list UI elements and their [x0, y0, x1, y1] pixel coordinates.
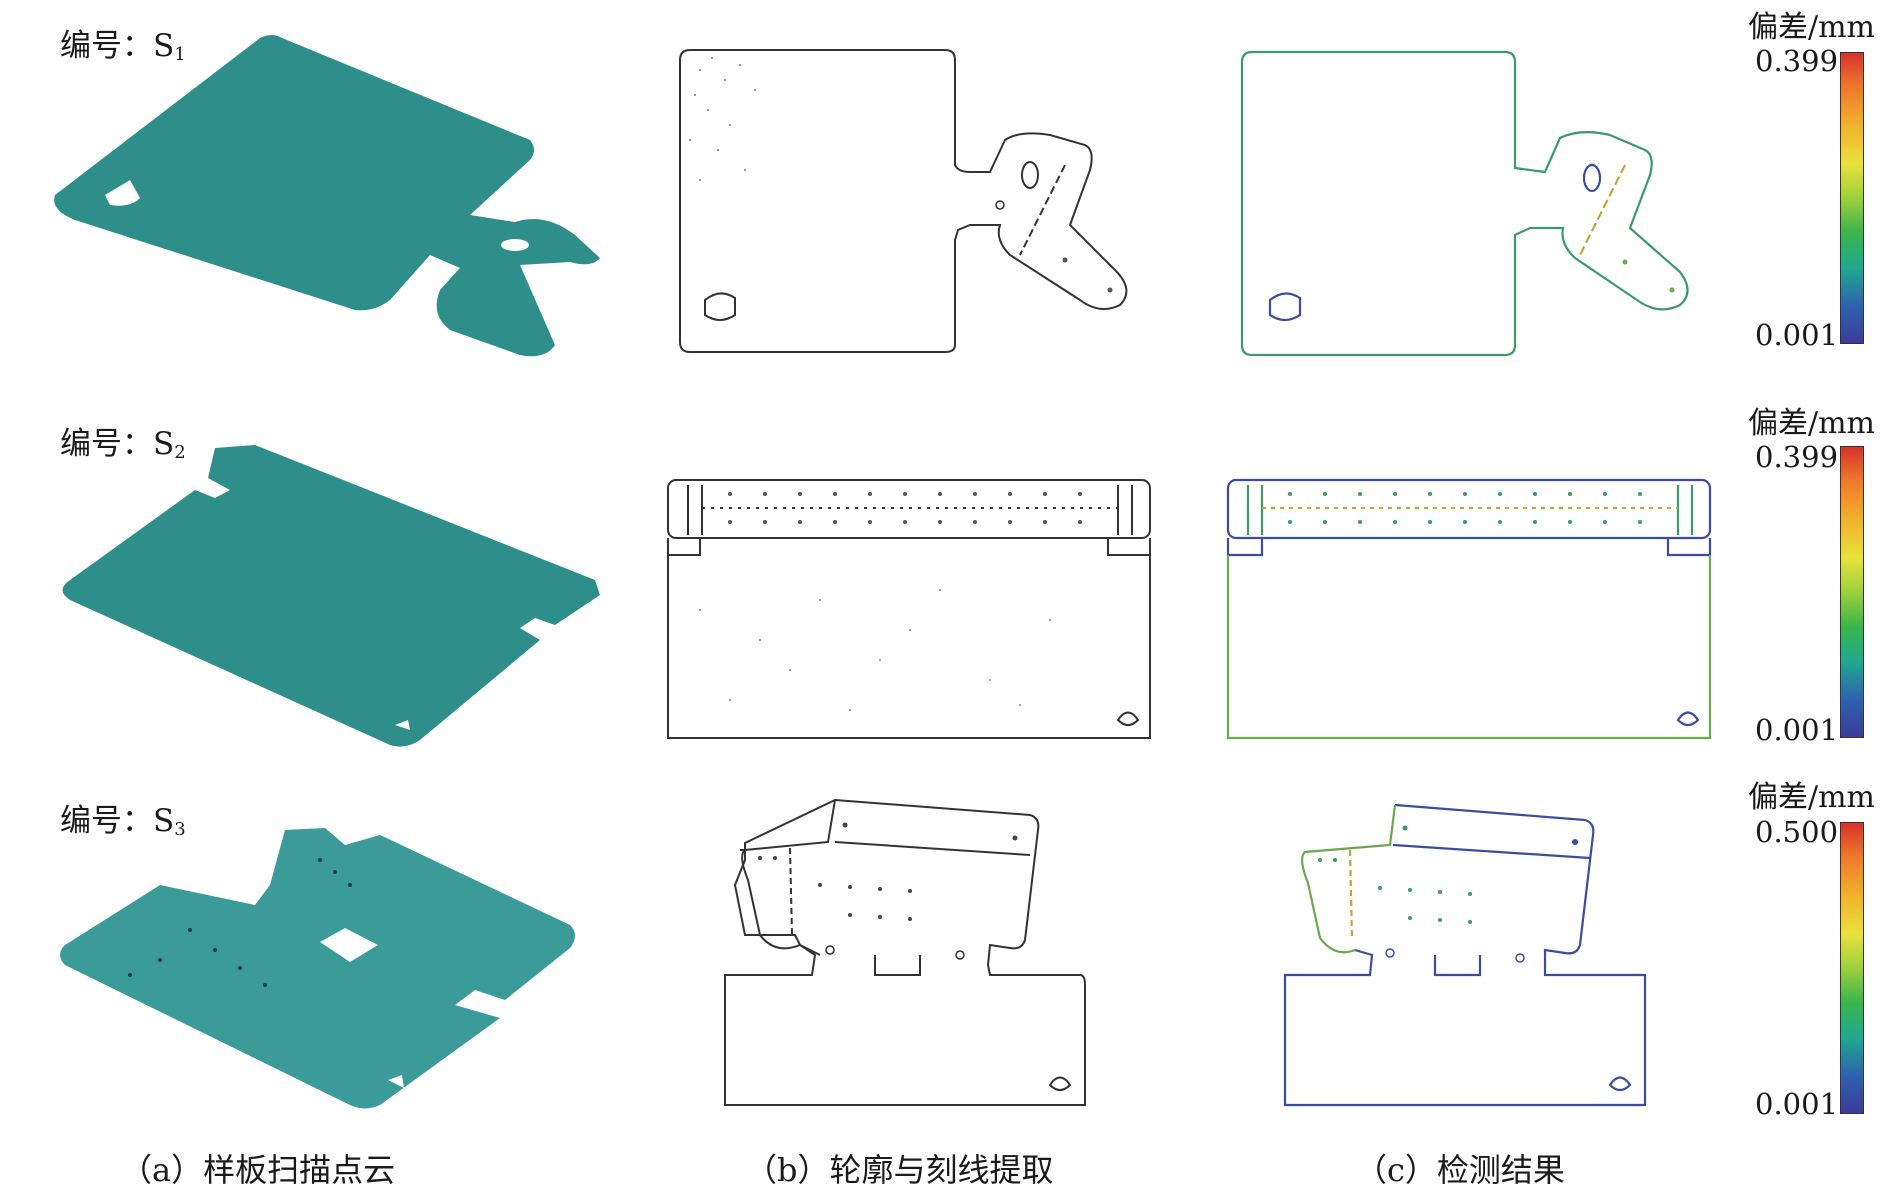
top-strip-contour	[667, 479, 1151, 539]
scale-max-2: 0.399	[1755, 440, 1839, 474]
scribe-line	[1392, 843, 1591, 860]
hole-grid-c	[1318, 825, 1578, 963]
triangle-hole	[105, 180, 140, 206]
hole-row-c	[1288, 492, 1642, 524]
result-s3	[1283, 803, 1647, 1107]
scribe-line	[1579, 164, 1626, 256]
triangle-contour	[704, 292, 736, 321]
hole-row-b	[728, 492, 1082, 524]
color-scale-bar-2	[1840, 446, 1864, 738]
scale-title-1: 偏差/mm	[1748, 10, 1876, 45]
result-s1	[1240, 50, 1689, 357]
window-hole	[320, 928, 378, 962]
wing-contour	[1301, 804, 1397, 954]
point-holes	[128, 858, 352, 987]
scale-min-2: 0.001	[1755, 713, 1839, 747]
caption-a: （a）样板扫描点云	[120, 1151, 396, 1189]
outer-contour	[724, 798, 1086, 1106]
slot-contour	[1021, 161, 1039, 189]
scale-max-3: 0.500	[1755, 815, 1839, 849]
contour-s1	[679, 49, 1128, 353]
plate-surface	[62, 445, 600, 747]
outer-contour	[1240, 50, 1689, 357]
contour-s3	[724, 798, 1086, 1106]
color-scale-bar-3	[1840, 822, 1864, 1114]
outer-contour	[679, 49, 1128, 353]
triangle-contour	[1116, 711, 1140, 726]
hole-grid-b	[758, 822, 1018, 960]
scale-min-3: 0.001	[1755, 1087, 1839, 1121]
scribe-line	[1019, 164, 1066, 256]
slot-contour	[1582, 163, 1602, 193]
triangle-contour	[1608, 1076, 1632, 1092]
row-label-s1: 编号：S1	[60, 28, 186, 65]
triangle-hole	[395, 720, 410, 730]
plate-surface	[54, 35, 600, 357]
top-strip-contour	[1226, 478, 1712, 540]
noise-points	[689, 57, 756, 181]
wing-contour	[741, 799, 836, 956]
triangle-contour	[1048, 1076, 1072, 1091]
point-cloud-s2	[62, 445, 600, 747]
lower-plate-contour	[667, 555, 1151, 739]
triangle-contour	[1268, 292, 1302, 322]
caption-c: （c）检测结果	[1355, 1151, 1565, 1189]
scale-title-2: 偏差/mm	[1748, 406, 1876, 441]
plate-surface	[60, 828, 575, 1109]
outer-contour	[1283, 803, 1647, 1107]
scale-min-1: 0.001	[1755, 318, 1839, 352]
triangle-hole	[388, 1075, 404, 1088]
result-s2	[1226, 478, 1712, 740]
slot-hole	[501, 239, 529, 251]
point-cloud-s1	[54, 35, 600, 357]
row-label-s2: 编号：S2	[60, 426, 186, 463]
triangle-contour	[1676, 711, 1700, 727]
scale-max-1: 0.399	[1755, 44, 1839, 78]
noise-points	[699, 589, 1051, 711]
caption-b: （b）轮廓与刻线提取	[745, 1151, 1054, 1189]
contour-s2	[667, 479, 1151, 739]
row-label-s3: 编号：S3	[60, 803, 186, 840]
lower-plate-contour	[1226, 555, 1712, 740]
color-scale-bar-1	[1840, 52, 1864, 344]
scale-title-3: 偏差/mm	[1748, 780, 1876, 815]
point-cloud-s3	[60, 828, 575, 1109]
scribe-line	[834, 841, 1031, 856]
